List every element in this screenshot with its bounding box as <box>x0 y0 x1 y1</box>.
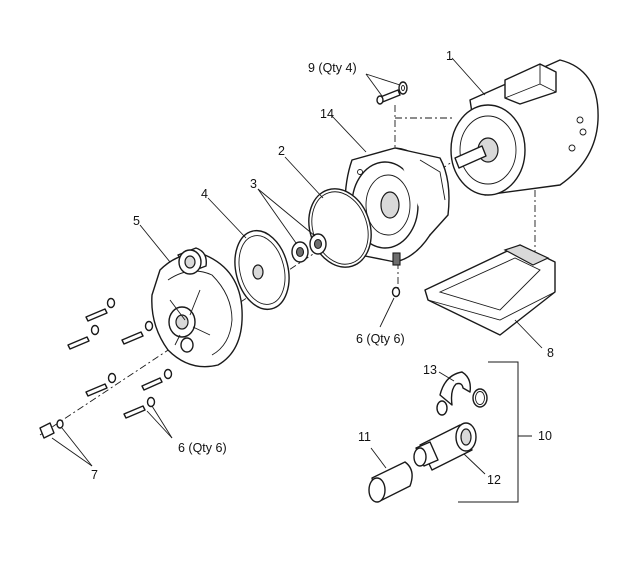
callout-5: 5 <box>133 214 140 228</box>
callout-labels: 1 2 3 4 5 6 (Qty 6) 6 (Qty 6) 7 8 9 (Qty… <box>91 49 554 487</box>
part-union-clamp <box>436 371 488 416</box>
callout-10: 10 <box>538 429 552 443</box>
part-motor-base <box>424 244 556 336</box>
part-drain-plug <box>39 419 64 439</box>
part-union-fitting <box>413 422 477 471</box>
part-motor <box>450 59 599 196</box>
callout-8: 8 <box>547 346 554 360</box>
callout-6-lower: 6 (Qty 6) <box>178 441 227 455</box>
callout-4: 4 <box>201 187 208 201</box>
part-shaft-seal <box>291 233 327 263</box>
part-seal-plate <box>344 147 450 266</box>
callout-7: 7 <box>91 468 98 482</box>
part-bolts-qty4 <box>376 81 408 105</box>
leader-lines <box>51 57 543 475</box>
callout-14: 14 <box>320 107 334 121</box>
callout-2: 2 <box>278 144 285 158</box>
callout-12: 12 <box>487 473 501 487</box>
part-housing-bolts <box>67 286 401 419</box>
callout-6-upper: 6 (Qty 6) <box>356 332 405 346</box>
callout-3: 3 <box>250 177 257 191</box>
callout-9: 9 (Qty 4) <box>308 61 357 75</box>
callout-13: 13 <box>423 363 437 377</box>
callout-1: 1 <box>446 49 453 63</box>
part-pump-housing <box>151 247 243 368</box>
part-pipe <box>368 461 413 503</box>
part-impeller <box>234 229 290 311</box>
kit-bracket <box>458 361 532 503</box>
callout-11: 11 <box>358 430 371 444</box>
